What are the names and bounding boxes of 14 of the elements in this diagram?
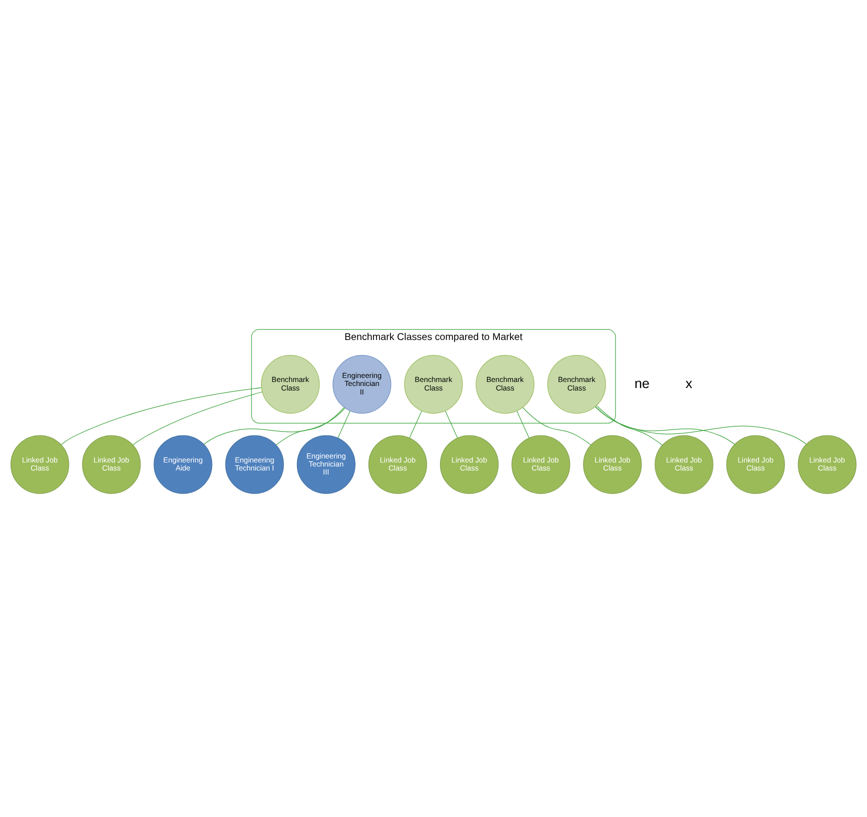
connector — [409, 410, 422, 438]
connector — [132, 391, 263, 445]
connector — [516, 410, 530, 438]
connector — [338, 410, 350, 438]
label: ne — [634, 375, 650, 390]
connector — [204, 407, 346, 444]
connector — [596, 404, 663, 445]
connector — [445, 410, 458, 438]
connector — [276, 406, 345, 445]
connector — [595, 406, 735, 444]
connector — [594, 406, 807, 444]
connector — [60, 386, 262, 444]
connector — [522, 406, 592, 445]
label: x — [686, 375, 692, 390]
